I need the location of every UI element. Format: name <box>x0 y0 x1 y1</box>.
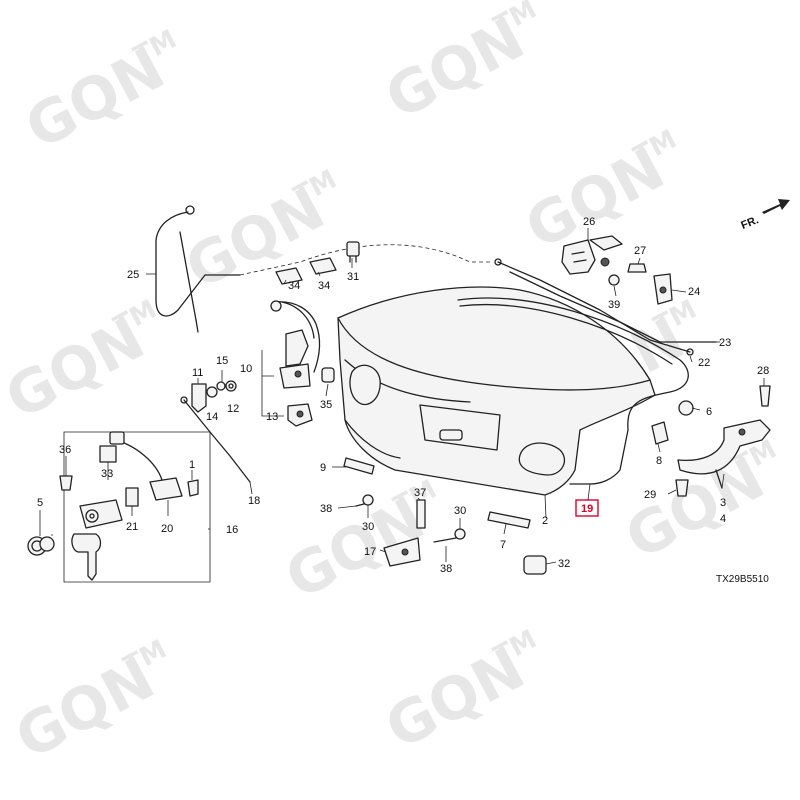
callout-4: 4 <box>720 513 726 525</box>
callout-22: 22 <box>698 357 710 369</box>
callout-24: 24 <box>688 286 700 298</box>
callout-17: 17 <box>364 546 376 558</box>
clip-part-31 <box>346 241 360 263</box>
callout-29: 29 <box>644 489 656 501</box>
callout-3: 3 <box>720 497 726 509</box>
callout-13: 13 <box>266 411 278 423</box>
pad-parts <box>275 257 337 285</box>
callout-20: 20 <box>161 523 173 535</box>
callout-27: 27 <box>634 245 646 257</box>
callout-34: 34 <box>318 280 330 292</box>
callout-18: 18 <box>248 495 260 507</box>
bolt-29 <box>675 479 689 497</box>
callout-28: 28 <box>757 365 769 377</box>
callout-8: 8 <box>656 455 662 467</box>
callout-12: 12 <box>227 403 239 415</box>
callout-11: 11 <box>192 367 203 379</box>
small-fastener-parts <box>608 263 647 286</box>
callout-10: 10 <box>240 363 252 375</box>
callout-30: 30 <box>362 521 374 533</box>
lock-assembly <box>270 300 321 427</box>
callout-21: 21 <box>126 521 138 533</box>
small-parts-36-5 <box>27 475 73 556</box>
callout-23: 23 <box>719 337 731 349</box>
callout-15: 15 <box>216 355 228 367</box>
grommet-32 <box>523 555 547 575</box>
bracket-17 <box>383 537 421 567</box>
front-direction-label: FR. <box>739 214 760 232</box>
callout-9: 9 <box>320 462 326 474</box>
support-rods <box>494 258 717 356</box>
callout-26: 26 <box>583 216 595 228</box>
callout-30: 30 <box>454 505 466 517</box>
callout-39: 39 <box>608 299 620 311</box>
lock-cylinder-group <box>63 431 211 583</box>
callout-36: 36 <box>59 444 71 456</box>
callout-38: 38 <box>440 563 452 575</box>
leader-lines <box>39 228 765 565</box>
grommet-part-35 <box>321 367 335 383</box>
highlight-box-19 <box>575 499 599 517</box>
callout-25: 25 <box>127 269 139 281</box>
callout-5: 5 <box>37 497 43 509</box>
callout-14: 14 <box>206 411 218 423</box>
bumpers-6-8-28 <box>651 385 771 445</box>
trunk-weatherstrip <box>457 297 689 485</box>
small-parts-11-14-12 <box>191 380 237 413</box>
callout-6: 6 <box>706 406 712 418</box>
callout-35: 35 <box>320 399 332 411</box>
garnish-strips <box>343 457 531 529</box>
callout-16: 16 <box>226 524 238 536</box>
callout-38: 38 <box>320 503 332 515</box>
trunk-latch-26 <box>561 235 623 275</box>
front-arrow-icon <box>762 199 790 214</box>
trunk-hinge <box>677 419 771 489</box>
callout-33: 33 <box>101 468 113 480</box>
callout-19: 19 <box>581 503 593 515</box>
callout-37: 37 <box>414 487 426 499</box>
callout-labels: 25 31 34 34 26 27 39 24 23 22 10 13 35 1… <box>37 216 769 575</box>
bracket-part-24 <box>653 273 673 305</box>
callout-7: 7 <box>500 539 506 551</box>
trunk-opener-cable <box>155 205 490 333</box>
drawing-code: TX29B5510 <box>716 574 769 585</box>
callout-1: 1 <box>189 459 195 471</box>
trunk-lid <box>337 286 656 496</box>
rod-18 <box>180 396 251 483</box>
callout-31: 31 <box>347 271 359 283</box>
bolt-37 <box>416 499 426 529</box>
callout-2: 2 <box>542 515 548 527</box>
front-direction-indicator: FR. <box>739 199 790 232</box>
callout-32: 32 <box>558 558 570 570</box>
callout-34: 34 <box>288 280 300 292</box>
